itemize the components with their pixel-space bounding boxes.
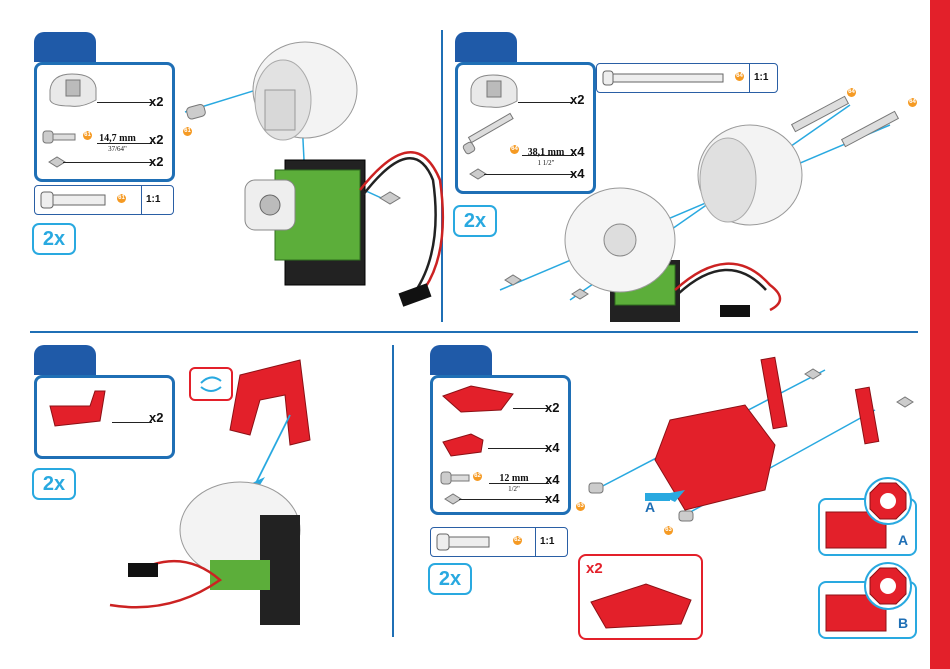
- step-1-multiplier: 2x: [32, 223, 76, 255]
- step-4-tab: [430, 345, 492, 375]
- assembly-tag: 61: [183, 127, 192, 136]
- qty-nut: x2: [149, 154, 163, 169]
- step-4-parts-box: x2 x4 62 12 mm 1/2" x4 x4: [430, 375, 571, 515]
- step-3-multiplier: 2x: [32, 468, 76, 500]
- dim-sub: 37/64": [95, 144, 140, 155]
- part-tag: 61: [83, 131, 92, 140]
- qty-nut: x4: [545, 491, 559, 506]
- step-1-parts-box: x2 61 14,7 mm 37/64" x2 x2: [34, 62, 175, 182]
- scale-label: 1:1: [146, 194, 160, 205]
- screw-actual-size-icon: [41, 190, 111, 210]
- assembly-tag-1: 63: [576, 502, 585, 511]
- bracket-icon: [441, 432, 491, 458]
- step-2-tab: [455, 32, 517, 62]
- plate-assembly-icon: [586, 572, 696, 632]
- part-tag: 62: [473, 472, 482, 481]
- scale-label: 1:1: [540, 536, 554, 547]
- divider-bottom: [392, 345, 394, 637]
- step-1-scale-box: 61 1:1: [34, 185, 174, 215]
- divider-middle: [30, 331, 918, 333]
- step-1-tab: [34, 32, 96, 62]
- step-4-scale-box: 62 1:1: [430, 527, 568, 557]
- detail-a-zoom: [864, 477, 912, 525]
- qty-servo-cap: x2: [149, 94, 163, 109]
- plate-icon: [441, 384, 516, 414]
- assembly-tag-2: 64: [908, 98, 917, 107]
- page-edge-bar: [930, 0, 950, 669]
- detail-b-zoom: [864, 562, 912, 610]
- sub-assembly-box: x2: [578, 554, 703, 640]
- detail-b-label: B: [898, 615, 908, 631]
- scale-tag: 62: [513, 536, 522, 545]
- qty-screw: x2: [149, 132, 163, 147]
- octagon-hole-icon: [866, 479, 910, 523]
- assembly-tag-1: 64: [847, 88, 856, 97]
- step-4-multiplier: 2x: [428, 563, 472, 595]
- qty-bracket: x4: [545, 440, 559, 455]
- servo-horn-cap-icon: [42, 70, 102, 110]
- divider-top: [441, 30, 443, 322]
- step-3-tab: [34, 345, 96, 375]
- screw-actual-size-icon: [437, 532, 497, 552]
- scale-tag: 61: [117, 194, 126, 203]
- step-3-assembly-drawing: [100, 355, 330, 635]
- dim-sub: 1/2": [489, 484, 539, 495]
- qty-plate: x2: [545, 400, 559, 415]
- step-1-assembly-drawing: [175, 20, 435, 320]
- step-2-assembly-drawing: [470, 80, 900, 330]
- arrow-label: A: [645, 499, 655, 515]
- octagon-hole-icon: [866, 564, 910, 608]
- qty-screw: x4: [545, 472, 559, 487]
- detail-a-label: A: [898, 532, 908, 548]
- screw-icon: [43, 129, 83, 145]
- assembly-tag-2: 63: [664, 526, 673, 535]
